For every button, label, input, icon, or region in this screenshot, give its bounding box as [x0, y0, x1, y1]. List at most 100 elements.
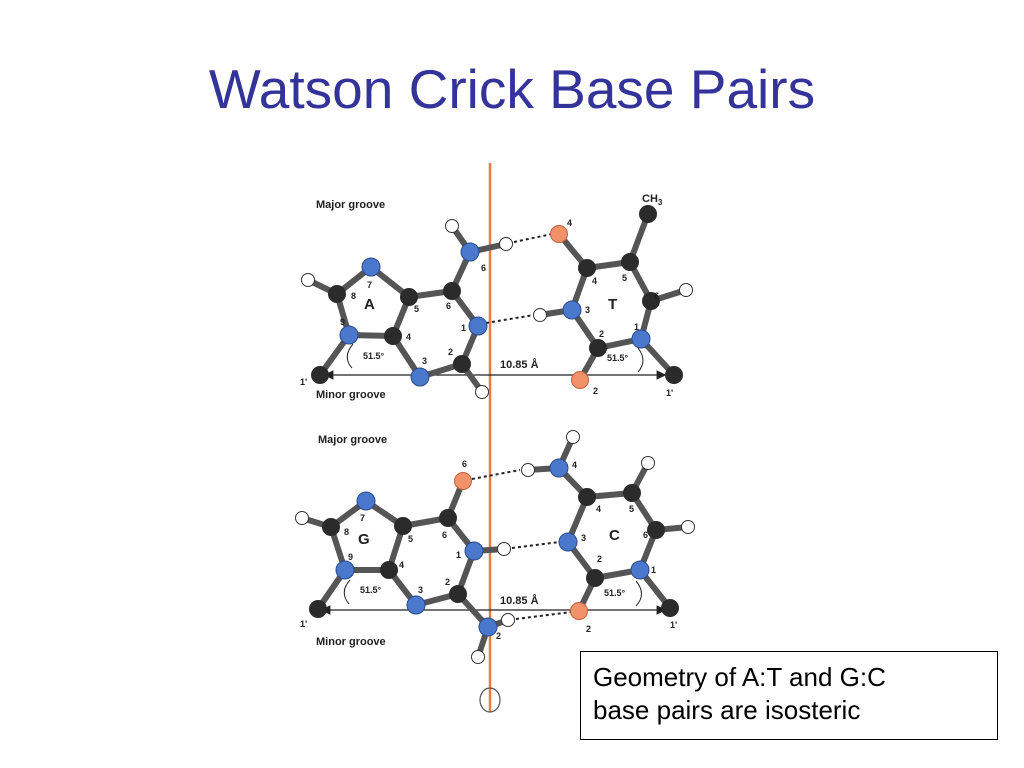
thymine-c2-atom [589, 339, 607, 357]
guanine-c6-atom [439, 509, 457, 527]
adenine-c6-atom [443, 282, 461, 300]
atom-number: 5 [629, 504, 634, 514]
rotation-symbol [479, 687, 501, 713]
hydrogen-atom [533, 308, 547, 322]
cytosine-c1-atom [661, 599, 679, 617]
atom-number: 4 [399, 560, 404, 570]
methyl-label: CH3 [642, 193, 663, 207]
guanine-c5-atom [394, 517, 412, 535]
guanine-c1-atom [309, 600, 327, 618]
guanine-c4-atom [380, 561, 398, 579]
caption-box: Geometry of A:T and G:C base pairs are i… [580, 651, 998, 740]
adenine-n7-atom [361, 257, 381, 277]
hydrogen-atom [521, 463, 535, 477]
angle-arc [635, 580, 642, 607]
cytosine-n4-atom [549, 458, 569, 478]
adenine-n3-atom [410, 367, 430, 387]
atom-number: 4 [567, 218, 572, 228]
hydrogen-atom [499, 237, 513, 251]
atom-number: 6 [481, 263, 486, 273]
thymine-c6-atom [642, 292, 660, 310]
hydrogen-atom [501, 613, 515, 627]
right-angle-label: 51.5° [607, 353, 629, 363]
thymine-label: T [608, 296, 617, 313]
thymine-o4-atom [550, 225, 568, 243]
atom-number: 6 [446, 301, 451, 311]
atom-number: 4 [406, 332, 411, 342]
hydrogen-atom [445, 219, 459, 233]
major-groove-label: Major groove [316, 199, 385, 211]
atom-number: 6 [654, 291, 659, 301]
atom-number: 3 [418, 585, 423, 595]
guanine-n3-atom [406, 595, 426, 615]
hydrogen-atom [679, 283, 693, 297]
guanine-n9-atom [335, 560, 355, 580]
guanine-o6-atom [454, 472, 472, 490]
angle-arc [637, 347, 644, 373]
atom-number: 3 [422, 356, 427, 366]
cytosine-o2-atom [570, 602, 588, 620]
atom-number: 2 [593, 386, 598, 396]
caption-line-2: base pairs are isosteric [593, 694, 861, 725]
atom-number: 8 [351, 291, 356, 301]
minor-groove-label: Minor groove [316, 389, 386, 401]
c1-left-label: 1' [300, 377, 307, 387]
hydrogen-atom [301, 273, 315, 287]
atom-number: 3 [585, 305, 590, 315]
guanine-label: G [358, 531, 370, 548]
adenine-c5-atom [400, 288, 418, 306]
guanine-n2-atom [478, 617, 498, 637]
at-pair: Major groove Minor groove 10.85 Å [300, 193, 693, 401]
atom-number: 3 [581, 533, 586, 543]
atom-number: 5 [408, 534, 413, 544]
thymine-o2-atom [571, 371, 589, 389]
cytosine-label: C [609, 527, 620, 544]
atom-number: 7 [360, 513, 365, 523]
cytosine-c6-atom [647, 521, 665, 539]
adenine-c8-atom [328, 285, 346, 303]
atom-number: 2 [599, 329, 604, 339]
c1-right-label: 1' [666, 388, 673, 398]
gc-hydrogen-bonds [471, 469, 573, 620]
cytosine-c5-atom [623, 484, 641, 502]
thymine-methyl-atom [639, 205, 657, 223]
minor-groove-label: Minor groove [316, 636, 386, 648]
hydrogen-atom [475, 385, 489, 399]
atom-number: 9 [340, 317, 345, 327]
atom-number: 4 [572, 460, 577, 470]
hydrogen-atom [295, 511, 309, 525]
atom-number: 4 [596, 504, 601, 514]
atom-number: 9 [348, 552, 353, 562]
atom-number: 2 [597, 554, 602, 564]
atom-number: 4 [592, 276, 597, 286]
at-hydrogen-bonds [485, 233, 553, 324]
adenine-n1-atom [468, 316, 488, 336]
right-angle-label: 51.5° [604, 588, 626, 598]
atom-number: 5 [622, 273, 627, 283]
hydrogen-atom [566, 430, 580, 444]
atom-number: 6 [643, 530, 648, 540]
adenine-label: A [364, 296, 375, 313]
guanine-c8-atom [322, 518, 340, 536]
thymine-n3-atom [562, 300, 582, 320]
guanine-bonds [299, 478, 511, 660]
thymine-c4-atom [578, 259, 596, 277]
thymine-c5-atom [621, 253, 639, 271]
atom-number: 2 [445, 577, 450, 587]
guanine-c2-atom [449, 585, 467, 603]
distance-label: 10.85 Å [500, 358, 539, 371]
atom-number: 6 [442, 530, 447, 540]
atom-number: 2 [448, 347, 453, 357]
cytosine-c4-atom [578, 488, 596, 506]
adenine-n9-atom [339, 325, 359, 345]
adenine-c2-atom [453, 355, 471, 373]
hydrogen-atom [641, 456, 655, 470]
atom-number: 1 [456, 550, 461, 560]
c1-left-label: 1' [300, 619, 307, 629]
atom-number: 1 [651, 565, 656, 575]
guanine-n1-atom [464, 541, 484, 561]
atom-number: 1 [634, 322, 639, 332]
cytosine-c2-atom [586, 569, 604, 587]
c1-right-label: 1' [670, 620, 677, 630]
